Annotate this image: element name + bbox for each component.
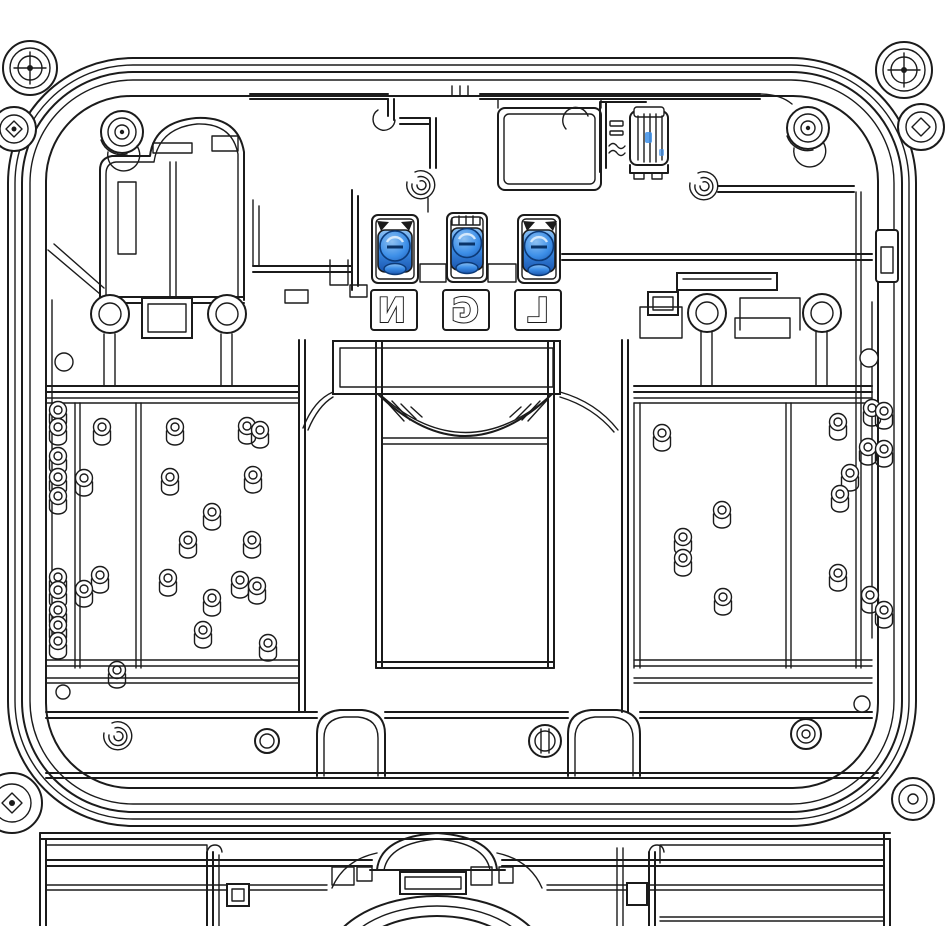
connector-blue-contact-small (659, 149, 664, 156)
terminal-labels: N G L (370, 289, 562, 332)
terminal-block-l (517, 214, 561, 284)
corner-screw-top-right-lower (897, 103, 945, 151)
central-cable-cavity (302, 340, 619, 669)
corner-screw-bottom-left (0, 772, 43, 834)
cable-gland-tower (47, 110, 247, 339)
bottom-interior (45, 659, 879, 779)
terminal-block-g (446, 212, 488, 283)
terminal-mounting-plate (252, 185, 899, 333)
wiring-connector (599, 101, 719, 201)
center-gland-dome (331, 832, 543, 926)
terminal-flange-tabs (419, 263, 517, 283)
terminal-label-g: G (451, 291, 479, 331)
tower-foot-boss-right (207, 294, 247, 334)
plate-boss-left (687, 293, 727, 333)
housing-left-post (206, 844, 250, 926)
terminal-label-n: N (378, 291, 406, 331)
corner-screw-top-right (875, 41, 933, 99)
corner-screw-top-left-lower (0, 106, 37, 152)
corner-screw-bottom-right (891, 777, 935, 821)
corner-screw-top-left (2, 40, 58, 96)
bottom-housing (39, 832, 891, 926)
connector-blue-contact (645, 132, 652, 143)
enclosure-rim (7, 57, 917, 827)
terminal-label-l: L (527, 291, 549, 331)
rim-boss-bottom-right (790, 718, 822, 750)
tower-foot-boss-left (90, 294, 130, 334)
terminal-block-n (371, 214, 419, 284)
plate-boss-right (802, 293, 842, 333)
right-panel-rivets (639, 306, 894, 629)
mid-rails (45, 191, 873, 713)
top-wall-and-notch (249, 85, 793, 213)
bottom-center-screw (528, 724, 562, 758)
housing-right-post (616, 844, 665, 926)
